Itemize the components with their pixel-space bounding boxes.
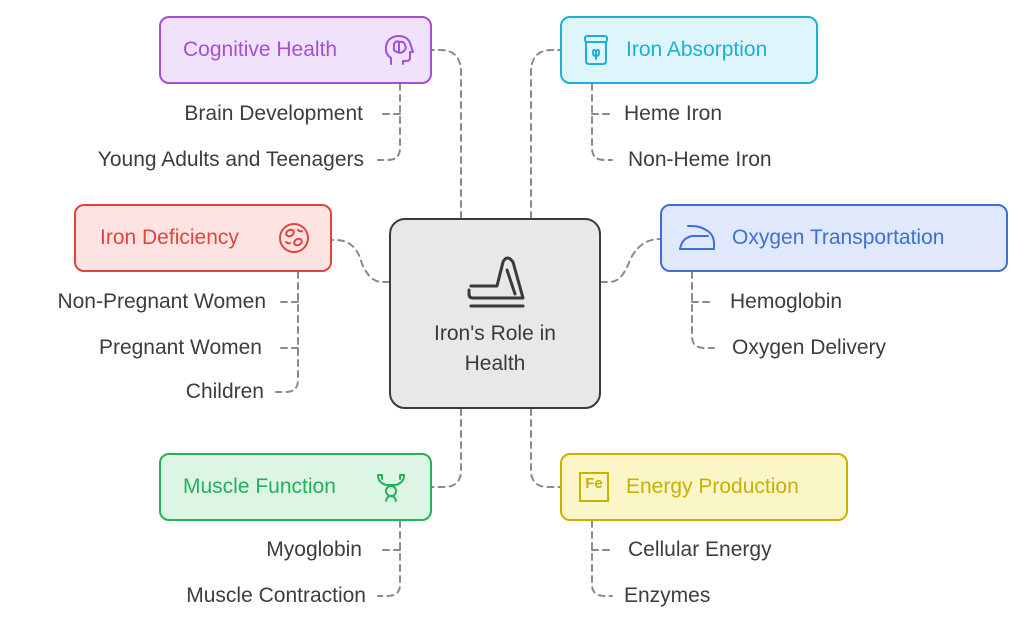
oxygen-item-1: Hemoglobin: [730, 290, 843, 313]
deficiency-item-2: Pregnant Women: [98, 336, 262, 359]
muscle-item-1: Myoglobin: [266, 538, 362, 561]
fe-element-icon: [579, 472, 609, 502]
iron-deficiency-label: Iron Deficiency: [100, 226, 239, 249]
oxygen-item-2: Oxygen Delivery: [732, 336, 887, 359]
brain-head-icon: [384, 35, 414, 65]
clothes-iron-icon: [679, 225, 715, 250]
center-node: Iron's Role in Health: [389, 218, 601, 409]
iron-rack-icon: [467, 256, 525, 308]
energy-item-2: Enzymes: [624, 584, 711, 607]
energy-production-label: Energy Production: [626, 475, 799, 498]
energy-item-1: Cellular Energy: [628, 538, 772, 561]
blood-cells-icon: [279, 223, 309, 253]
muscle-function-node: Muscle Function: [159, 453, 432, 521]
deficiency-item-3: Children: [185, 380, 264, 403]
iron-absorption-label: Iron Absorption: [626, 38, 768, 61]
iron-absorption-node: Iron Absorption: [560, 16, 818, 84]
deficiency-item-1: Non-Pregnant Women: [57, 290, 266, 313]
absorption-item-2: Non-Heme Iron: [628, 148, 772, 171]
iron-deficiency-node: Iron Deficiency: [74, 204, 332, 272]
cognitive-health-label: Cognitive Health: [183, 38, 338, 61]
absorption-item-1: Heme Iron: [624, 102, 723, 125]
cognitive-health-node: Cognitive Health: [159, 16, 432, 84]
center-title: Iron's Role in Health: [391, 319, 599, 379]
energy-production-node: Fe Energy Production: [560, 453, 848, 521]
muscle-flex-icon: [377, 474, 405, 502]
oxygen-transportation-label: Oxygen Transportation: [732, 226, 945, 249]
cognitive-item-2: Young Adults and Teenagers: [97, 148, 364, 171]
cognitive-item-1: Brain Development: [184, 102, 363, 125]
center-title-line1: Iron's Role in: [434, 322, 556, 345]
muscle-item-2: Muscle Contraction: [186, 584, 366, 607]
muscle-function-label: Muscle Function: [183, 475, 336, 498]
oxygen-transportation-node: Oxygen Transportation: [660, 204, 1008, 272]
iron-supplement-jar-icon: [584, 35, 608, 65]
fe-element-text: Fe: [585, 475, 603, 492]
center-title-line2: Health: [464, 352, 526, 375]
